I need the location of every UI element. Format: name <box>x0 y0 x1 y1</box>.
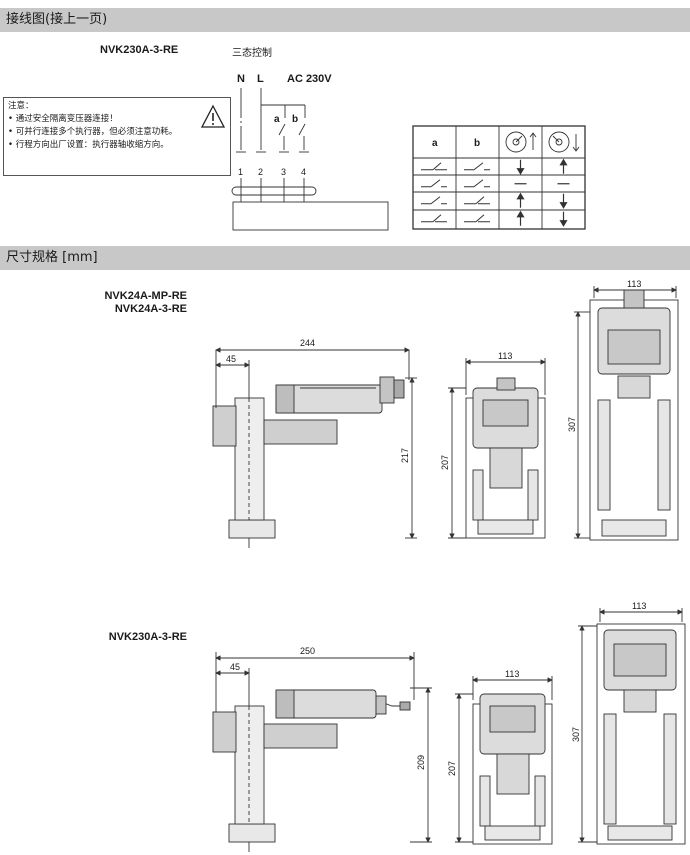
table-row-1-switch-a-line <box>421 162 447 171</box>
table-row-4-arrow-1-head <box>516 210 525 218</box>
section-header-wiring: 接线图(接上一页) <box>0 8 690 32</box>
extended-view-2 <box>578 608 686 845</box>
dim1-side-offset: 45 <box>226 354 236 364</box>
side-view-1 <box>212 347 417 548</box>
control-mode-label: 三态控制 <box>232 48 272 59</box>
table-row-4-arrow-1 <box>516 210 525 226</box>
table-row-3-switch-a-line <box>421 196 447 205</box>
notice-item-3: • 行程方向出厂设置：执行器轴收缩方向。 <box>8 140 169 150</box>
terminal-3: 3 <box>281 167 286 177</box>
extended-view-1 <box>574 286 679 541</box>
table-row-1-switch-a <box>421 162 447 171</box>
table-row-1-switch-b <box>464 162 490 171</box>
table-row-4-switch-b-line <box>464 214 490 223</box>
dim1-ext-height: 307 <box>567 417 577 432</box>
section-title-dimensions: 尺寸规格 [mm] <box>6 250 98 265</box>
notice-title: 注意： <box>8 101 34 111</box>
dim2-front-height: 207 <box>447 761 457 776</box>
dim-group1-model-1: NVK24A-MP-RE <box>104 290 187 302</box>
table-row-2-switch-b <box>464 179 490 188</box>
dim2-side-offset: 45 <box>230 662 240 672</box>
table-row-3-arrow-2 <box>559 193 568 209</box>
dim2-front-width: 113 <box>505 669 519 679</box>
table-row-3-arrow-1-head <box>516 192 525 200</box>
terminal-1: 1 <box>238 167 243 177</box>
table-row-4-switch-b <box>464 214 490 223</box>
rotation-icon-1 <box>505 131 537 153</box>
warning-icon <box>200 104 226 128</box>
dim2-side-height: 209 <box>416 755 426 770</box>
dim1-front-height: 207 <box>440 455 450 470</box>
notice-box: 注意： • 通过安全隔离变压器连接！ • 可并行连接多个执行器，但必须注意功耗。… <box>3 97 231 176</box>
front-view-2 <box>455 676 553 845</box>
table-row-2-switch-a-line <box>421 179 447 188</box>
section-title-wiring: 接线图(接上一页) <box>6 12 108 27</box>
table-row-1-arrow-2 <box>559 158 568 174</box>
dim1-ext-width: 113 <box>627 279 641 289</box>
table-row-4-switch-a-line <box>421 214 447 223</box>
notice-item-2: • 可并行连接多个执行器，但必须注意功耗。 <box>8 127 178 137</box>
dim-group2-model-1: NVK230A-3-RE <box>108 631 187 643</box>
switch-a-label: a <box>274 114 280 125</box>
table-row-1-switch-b-line <box>464 162 490 171</box>
dim-group1-model-2: NVK24A-3-RE <box>114 303 187 315</box>
table-row-2-switch-a <box>421 179 447 188</box>
section-header-dimensions: 尺寸规格 [mm] <box>0 246 690 270</box>
table-row-3-arrow-2-head <box>559 202 568 209</box>
dim1-front-width: 113 <box>498 351 512 361</box>
notice-item-1: • 通过安全隔离变压器连接！ <box>8 114 118 124</box>
label-l: L <box>257 73 264 85</box>
table-row-4-switch-a <box>421 214 447 223</box>
wiring-model-label: NVK230A-3-RE <box>100 44 179 56</box>
terminal-2: 2 <box>258 167 263 177</box>
table-row-4-arrow-2 <box>559 211 568 227</box>
table-row-1-arrow-2-head <box>559 158 568 166</box>
table-row-3-switch-b-line <box>464 196 490 205</box>
table-row-1-arrow-1 <box>516 159 525 175</box>
front-view-1 <box>448 358 546 539</box>
table-row-4-arrow-2-head <box>559 220 568 227</box>
dim2-ext-height: 307 <box>571 727 581 742</box>
dim2-ext-width: 113 <box>632 601 646 611</box>
dim1-side-width: 244 <box>300 338 315 348</box>
switch-b-label: b <box>292 114 298 125</box>
truth-table <box>412 125 586 230</box>
rotation-icon-2 <box>548 131 580 153</box>
side-view-2 <box>212 652 432 852</box>
table-header-a: a <box>432 138 438 149</box>
table-row-3-arrow-1 <box>516 192 525 208</box>
table-row-3-switch-b <box>464 196 490 205</box>
wiring-diagram: N L AC 230V a b <box>231 73 389 231</box>
dim2-side-width: 250 <box>300 646 315 656</box>
dim1-side-height: 217 <box>400 448 410 463</box>
table-row-3-switch-a <box>421 196 447 205</box>
table-row-1-arrow-1-head <box>516 168 525 175</box>
table-row-2-switch-b-line <box>464 179 490 188</box>
terminal-4: 4 <box>301 167 306 177</box>
label-n: N <box>237 73 245 85</box>
label-voltage: AC 230V <box>287 73 332 85</box>
table-header-b: b <box>474 138 480 149</box>
